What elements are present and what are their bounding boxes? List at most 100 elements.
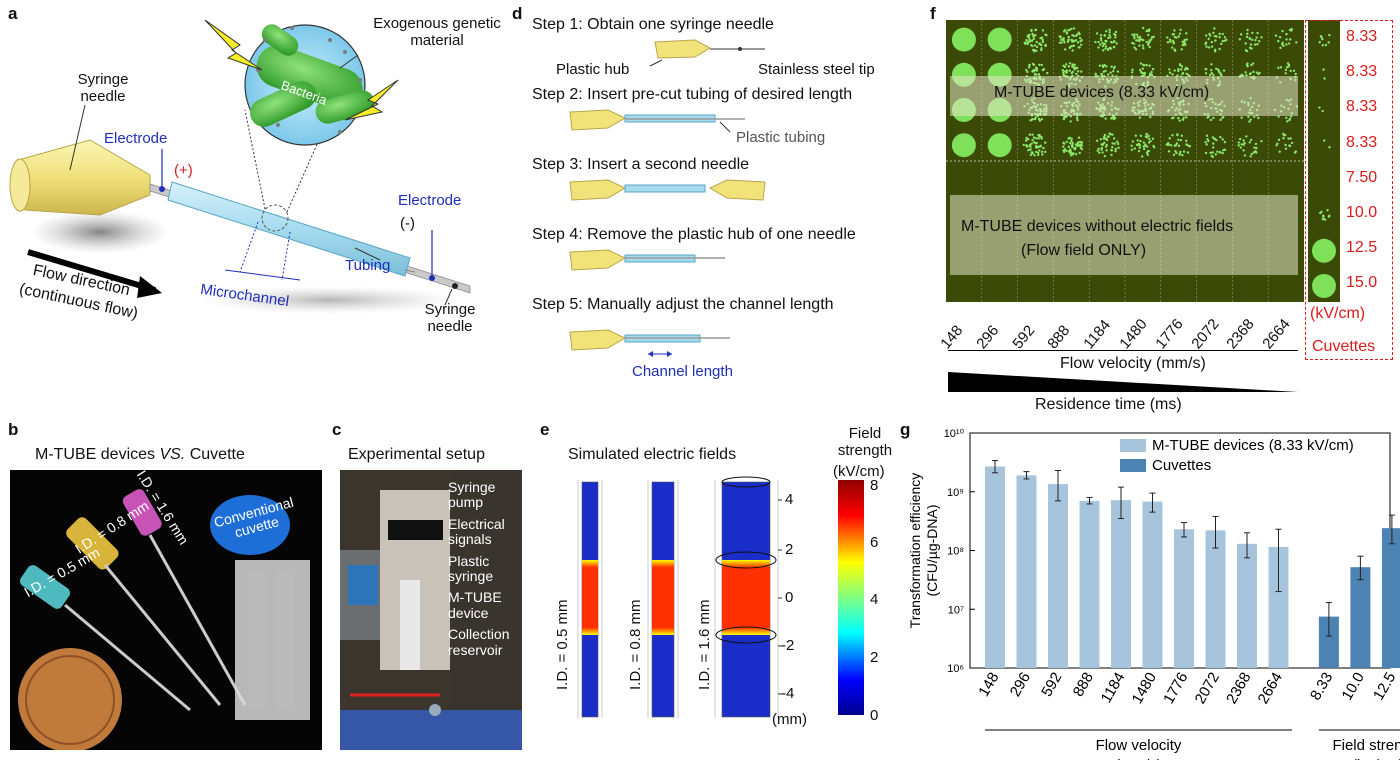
bar	[1048, 484, 1068, 668]
colony-dot	[1028, 39, 1031, 42]
colony-dot	[1071, 34, 1074, 37]
colony-dot	[1173, 48, 1176, 51]
colony-dot	[1240, 116, 1243, 119]
colony-dot	[1221, 39, 1225, 43]
colony-dot	[1320, 210, 1323, 214]
label-plus: (+)	[174, 162, 193, 179]
colony-dot	[1037, 137, 1040, 140]
colony-dot	[1110, 153, 1113, 157]
colony-dot	[1284, 68, 1288, 72]
colony-dot	[1080, 143, 1083, 146]
colony-dot	[1149, 115, 1152, 119]
colony-dot	[1253, 115, 1256, 119]
colony-dot	[1205, 34, 1208, 37]
colony-dot	[1165, 143, 1168, 146]
colony-dot	[1061, 69, 1065, 72]
label-flow-velocity: Flow velocity (mm/s)	[1060, 355, 1206, 372]
colony-dot	[1076, 141, 1079, 145]
colony-dot	[1218, 35, 1221, 39]
bar	[1381, 528, 1400, 668]
label-channel-length: Channel length	[632, 363, 733, 380]
shadow	[30, 210, 170, 254]
colony-dot	[1109, 36, 1112, 39]
velocity-label: 148	[937, 322, 967, 353]
colony-dot	[1035, 145, 1038, 149]
colony-dot	[1138, 38, 1141, 41]
colony-dot	[1070, 27, 1073, 31]
colony-dot	[1044, 150, 1047, 154]
colony-dot	[1250, 152, 1254, 156]
colony-dot	[1032, 136, 1036, 139]
panel-letter: a	[8, 4, 18, 23]
colony-dot	[1209, 118, 1213, 122]
colony-dot	[1062, 145, 1065, 148]
legend-swatch	[1120, 459, 1146, 472]
step-5: Step 5: Manually adjust the channel leng…	[532, 296, 834, 313]
colony-dot	[1115, 42, 1118, 45]
colony-dot	[1025, 136, 1028, 140]
colony-dot	[1221, 151, 1224, 155]
colony-dot	[1216, 68, 1220, 71]
colony-dot	[1040, 135, 1043, 139]
colony-dot	[1206, 116, 1209, 119]
colony-dot	[1102, 70, 1105, 73]
cuvette-value: 8.33	[1346, 98, 1378, 116]
colony-dot	[1175, 142, 1179, 145]
velocity-label: 2072	[1187, 315, 1223, 353]
colony-dot	[1117, 146, 1120, 150]
colony-dot	[1205, 45, 1208, 48]
colony-dot	[1177, 116, 1180, 120]
label-electrode-pos: Electrode	[104, 130, 168, 147]
colony-dot	[1103, 64, 1106, 67]
colony-dot	[1185, 143, 1188, 146]
colony-dot	[1078, 36, 1082, 40]
colony-dot	[1209, 151, 1212, 155]
colony-dot	[1138, 68, 1142, 72]
colony-dot	[1249, 155, 1252, 158]
colony-dot	[1283, 133, 1287, 137]
colony-dot	[1067, 35, 1070, 39]
cuvette-column	[1308, 20, 1340, 302]
colony-dot	[1037, 73, 1041, 76]
colony-dot	[1166, 41, 1170, 44]
y-axis-label: Transformation efficiency(CFU/µg-DNA)	[907, 473, 940, 629]
colony-dot	[1321, 217, 1325, 221]
colony-dot	[1026, 40, 1030, 44]
colony-dot	[1074, 152, 1078, 156]
colony-dot	[1204, 151, 1208, 155]
colony-dot	[1221, 138, 1224, 141]
colony-dot	[1058, 41, 1062, 44]
colony-dot	[1065, 69, 1069, 72]
colony-spot	[987, 133, 1012, 158]
colony-dot	[1071, 153, 1074, 156]
colony-dot	[1032, 141, 1036, 144]
colony-dot	[1180, 65, 1184, 68]
colony-dot	[1095, 139, 1099, 142]
field-simulation	[577, 476, 864, 718]
colony-dot	[1111, 142, 1114, 145]
colony-dot	[1242, 149, 1245, 152]
colony-dot	[1222, 149, 1225, 152]
colony-dot	[1142, 63, 1145, 66]
colony-dot	[1131, 33, 1134, 36]
colony-dot	[1248, 141, 1251, 144]
colony-dot	[1079, 40, 1082, 43]
colony-dot	[1038, 42, 1041, 46]
colony-dot	[1038, 145, 1041, 148]
colony-dot	[1027, 149, 1030, 152]
label-collection-reservoir: Collection reservoir	[448, 626, 510, 658]
colony-dot	[1181, 72, 1184, 76]
velocity-label: 888	[1044, 322, 1074, 353]
colony-dot	[1215, 35, 1218, 38]
colony-dot	[1289, 69, 1292, 73]
y-tick-label: 10⁶	[947, 663, 964, 675]
colony-dot	[1058, 35, 1062, 38]
colony-dot	[1323, 77, 1326, 80]
colony-dot	[1204, 42, 1207, 46]
colony-dot	[1077, 136, 1081, 139]
colony-dot	[1145, 63, 1148, 67]
colony-dot	[1107, 47, 1110, 51]
y-tick-label: 10¹⁰	[944, 428, 965, 440]
colony-dot	[1328, 33, 1331, 37]
colony-dot	[1148, 45, 1151, 49]
